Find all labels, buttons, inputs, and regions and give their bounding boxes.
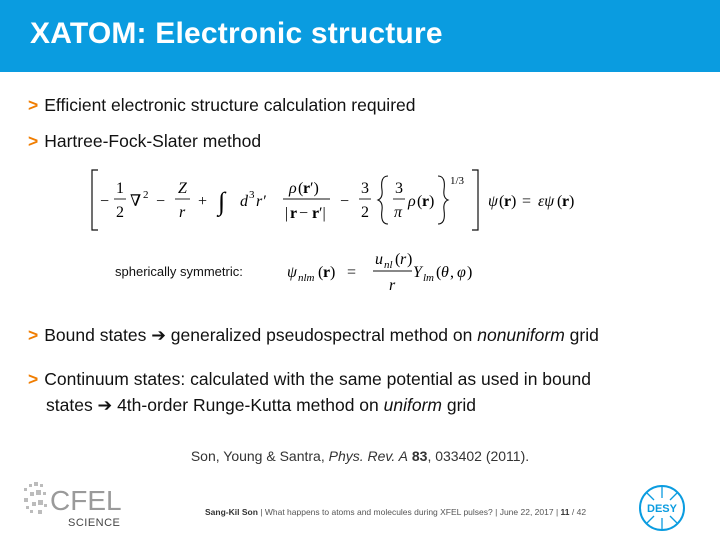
svg-text:(: ( bbox=[557, 193, 562, 210]
svg-text:2: 2 bbox=[116, 204, 124, 221]
svg-text:(: ( bbox=[436, 264, 441, 281]
svg-text:(: ( bbox=[395, 251, 400, 268]
svg-text:2: 2 bbox=[143, 189, 149, 201]
svg-text:−: − bbox=[299, 205, 308, 222]
svg-text:nl: nl bbox=[384, 259, 393, 271]
svg-text:|: | bbox=[285, 205, 288, 222]
bullet-hfs: >Hartree-Fock-Slater method bbox=[28, 128, 698, 154]
svg-text:(: ( bbox=[499, 193, 504, 210]
bullet-marker: > bbox=[28, 325, 39, 345]
svg-text:θ: θ bbox=[441, 264, 449, 281]
svg-text:(: ( bbox=[298, 180, 303, 197]
cfel-science-text: SCIENCE bbox=[68, 517, 120, 529]
svg-text:r: r bbox=[422, 193, 429, 210]
bullet-text: Continuum states: calculated with the sa… bbox=[44, 369, 591, 389]
cfel-logo-text: CFEL bbox=[50, 485, 122, 516]
svg-text:εψ: εψ bbox=[538, 193, 555, 210]
svg-text:ψ: ψ bbox=[287, 264, 298, 281]
footer: Sang-Kil Son | What happens to atoms and… bbox=[205, 507, 587, 517]
footer-talk-title: What happens to atoms and molecules duri… bbox=[264, 507, 493, 517]
bullet-marker: > bbox=[28, 95, 39, 115]
svg-text:3: 3 bbox=[249, 189, 255, 201]
svg-text:nlm: nlm bbox=[298, 272, 315, 284]
svg-text:′|: ′| bbox=[319, 205, 326, 222]
bullet-text: Efficient electronic structure calculati… bbox=[44, 95, 416, 115]
svg-text:r: r bbox=[312, 205, 319, 222]
footer-date: June 22, 2017 bbox=[499, 507, 554, 517]
bullet-marker: > bbox=[28, 131, 39, 151]
svg-text:Z: Z bbox=[178, 180, 188, 197]
svg-text:ρ: ρ bbox=[288, 180, 297, 197]
citation-authors: Son, Young & Santra, bbox=[190, 448, 329, 464]
citation-details: , 033402 (2011). bbox=[427, 448, 530, 464]
bullet-text: grid bbox=[564, 325, 599, 345]
bullet-text: grid bbox=[442, 395, 477, 415]
svg-text:r: r bbox=[303, 180, 310, 197]
desy-logo: DESY bbox=[638, 484, 686, 532]
footer-page-number: 11 bbox=[560, 507, 570, 517]
bullet-text: Hartree-Fock-Slater method bbox=[44, 131, 262, 151]
svg-text:): ) bbox=[511, 193, 516, 210]
bullet-efficient: >Efficient electronic structure calculat… bbox=[28, 92, 698, 118]
svg-text:1: 1 bbox=[116, 180, 124, 197]
svg-text:−: − bbox=[156, 193, 165, 210]
svg-text:(: ( bbox=[318, 264, 323, 281]
svg-text:1/3: 1/3 bbox=[450, 175, 465, 187]
title-bar: XATOM: Electronic structure bbox=[0, 0, 720, 72]
svg-text:lm: lm bbox=[423, 272, 434, 284]
bullet-bound-states: >Bound states ➔ generalized pseudospectr… bbox=[28, 322, 698, 348]
svg-text:r: r bbox=[323, 264, 330, 281]
svg-text:r′: r′ bbox=[256, 193, 266, 210]
svg-text:Y: Y bbox=[413, 264, 424, 281]
svg-text:,: , bbox=[450, 264, 454, 281]
svg-text:=: = bbox=[347, 264, 356, 281]
svg-text:u: u bbox=[375, 251, 383, 268]
svg-text:r: r bbox=[504, 193, 511, 210]
svg-text:r: r bbox=[290, 205, 297, 222]
svg-text:): ) bbox=[407, 251, 412, 268]
svg-text:∇: ∇ bbox=[130, 193, 141, 210]
footer-author: Sang-Kil Son bbox=[205, 507, 258, 517]
svg-text:ρ: ρ bbox=[407, 193, 416, 210]
svg-text:): ) bbox=[330, 264, 335, 281]
svg-text:r: r bbox=[562, 193, 569, 210]
footer-page-total: / 42 bbox=[571, 507, 587, 517]
citation-volume: 83 bbox=[411, 448, 428, 464]
svg-text:): ) bbox=[429, 193, 434, 210]
bullet-marker: > bbox=[28, 369, 39, 389]
desy-logo-text: DESY bbox=[647, 503, 678, 515]
svg-text:): ) bbox=[569, 193, 574, 210]
svg-text:r: r bbox=[179, 204, 186, 221]
page-title: XATOM: Electronic structure bbox=[30, 17, 443, 50]
bullet-emphasis: uniform bbox=[383, 395, 442, 415]
svg-text:=: = bbox=[522, 193, 531, 210]
svg-text:r: r bbox=[389, 277, 396, 294]
spherically-symmetric-label: spherically symmetric: bbox=[115, 264, 243, 279]
bullet-continuum-states: >Continuum states: calculated with the s… bbox=[28, 366, 698, 418]
svg-text:d: d bbox=[240, 193, 249, 210]
svg-text:φ: φ bbox=[457, 264, 466, 281]
cfel-logo: CFEL SCIENCE bbox=[20, 478, 140, 532]
svg-text:∫: ∫ bbox=[216, 187, 227, 217]
svg-text:3: 3 bbox=[361, 180, 369, 197]
svg-text:π: π bbox=[394, 204, 403, 221]
svg-text:+: + bbox=[198, 193, 207, 210]
svg-text:3: 3 bbox=[395, 180, 403, 197]
citation: Son, Young & Santra, Phys. Rev. A 83, 03… bbox=[0, 448, 720, 464]
svg-text:ψ: ψ bbox=[488, 193, 499, 210]
svg-text:(: ( bbox=[417, 193, 422, 210]
svg-text:−: − bbox=[340, 193, 349, 210]
svg-text:r: r bbox=[400, 251, 407, 268]
svg-text:−: − bbox=[100, 193, 109, 210]
svg-text:′): ′) bbox=[310, 180, 319, 197]
svg-text:2: 2 bbox=[361, 204, 369, 221]
bullet-text: Bound states ➔ generalized pseudospectra… bbox=[44, 325, 478, 345]
bullet-text: states ➔ 4th-order Runge-Kutta method on bbox=[46, 395, 384, 415]
svg-text:): ) bbox=[467, 264, 472, 281]
bullet-emphasis: nonuniform bbox=[477, 325, 565, 345]
citation-journal: Phys. Rev. A bbox=[328, 448, 408, 464]
